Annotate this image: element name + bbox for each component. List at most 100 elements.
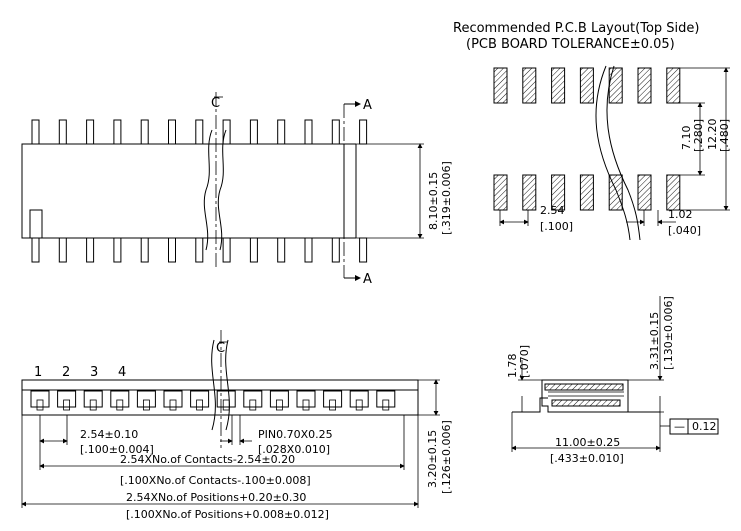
- front-view-contacts: [30, 390, 396, 411]
- top-view-pin: [58, 237, 67, 263]
- pin-size-inch: [.028X0.010]: [258, 443, 330, 456]
- pitch-dim-inch: [.100]: [540, 220, 573, 233]
- pcb-pad: [551, 174, 566, 211]
- contacts-formula-inch: [.100XNo.of Contacts-.100±0.008]: [120, 474, 311, 487]
- side-width: 11.00±0.25: [555, 436, 620, 449]
- top-view-pin: [359, 119, 368, 145]
- layout-title: Recommended P.C.B Layout(Top Side): [453, 21, 699, 36]
- pcb-layout: Recommended P.C.B Layout(Top Side) (PCB …: [453, 21, 731, 241]
- section-label-top: A: [363, 98, 372, 113]
- layout-subtitle: (PCB BOARD TOLERANCE±0.05): [466, 37, 675, 52]
- top-view-pin: [31, 119, 40, 145]
- contact-pin: [169, 399, 177, 411]
- pcb-pad: [666, 174, 681, 211]
- top-view-pin: [304, 119, 313, 145]
- contact-pin: [382, 399, 390, 411]
- positions-formula-inch: [.100XNo.of Positions+0.008±0.012]: [126, 508, 329, 521]
- pitch-tolerance: 2.54±0.10: [80, 428, 138, 441]
- top-view-pin: [195, 119, 204, 145]
- top-view-pin: [277, 119, 286, 145]
- contact-cavity: [296, 390, 316, 408]
- contact-cavity: [349, 390, 369, 408]
- top-view: C A A 8.10±0.15 [.319±0.006]: [21, 92, 453, 287]
- pcb-pad: [522, 67, 537, 104]
- section-label-bottom: A: [363, 272, 372, 287]
- pcb-pad: [608, 67, 623, 104]
- contact-pin: [329, 399, 337, 411]
- contact-cavity: [30, 390, 50, 408]
- side-step-inch: [.070]: [518, 345, 531, 378]
- height-dim: 8.10±0.15: [427, 172, 440, 230]
- centerline-label: C: [211, 96, 220, 111]
- side-top-height: 3.31±0.15: [648, 312, 661, 370]
- top-view-pin: [168, 237, 176, 263]
- position-label: 2: [62, 365, 70, 380]
- pad-width-dim-inch: [.040]: [668, 224, 701, 237]
- top-view-pin: [113, 237, 122, 263]
- contact-pin: [275, 399, 283, 411]
- contact-cavity: [163, 390, 183, 408]
- pcb-pad: [637, 174, 652, 211]
- pcb-pad: [493, 174, 508, 211]
- pcb-pad: [637, 67, 652, 104]
- position-label: 3: [90, 365, 98, 380]
- front-break-line: [211, 339, 216, 431]
- top-view-body: [21, 143, 345, 239]
- contact-pin: [196, 399, 204, 411]
- position-labels: 1 2 3 4: [34, 365, 126, 380]
- pad-width-dim: 1.02: [668, 208, 693, 221]
- top-view-pin: [359, 237, 368, 263]
- position-label: 1: [34, 365, 42, 380]
- top-view-pin: [249, 119, 258, 145]
- contact-cavity: [110, 390, 130, 408]
- pcb-pads: [493, 67, 681, 211]
- contact-pin: [63, 399, 70, 411]
- side-width-inch: [.433±0.010]: [550, 452, 624, 465]
- contact-cavity: [323, 390, 343, 408]
- pin-size: PIN0.70X0.25: [258, 428, 333, 441]
- top-view-pin: [58, 119, 67, 145]
- overall-dim: 12.20: [706, 119, 719, 151]
- row-gap-dim-inch: [.280]: [692, 119, 705, 152]
- top-view-pin: [277, 237, 286, 263]
- top-view-pin: [140, 237, 149, 263]
- top-view-pin: [195, 237, 204, 263]
- contact-pin: [222, 399, 230, 411]
- contact-cavity: [83, 390, 103, 408]
- flatness-value: 0.12: [692, 420, 717, 433]
- top-view-pin: [86, 119, 95, 145]
- row-gap-dim: 7.10: [680, 126, 693, 151]
- front-height-inch: [.126±0.006]: [440, 420, 453, 494]
- contact-cavity: [57, 390, 77, 408]
- top-view-pin: [331, 237, 340, 263]
- side-view: 1.78 [.070] 3.31±0.15 [.130±0.006] — 0.1…: [506, 296, 719, 465]
- pitch-dim: 2.54: [540, 204, 565, 217]
- contact-pin: [355, 399, 363, 411]
- top-view-pin: [331, 119, 340, 145]
- pitch-tolerance-inch: [.100±0.004]: [80, 443, 154, 456]
- top-view-pin: [304, 237, 313, 263]
- break-line: [203, 129, 213, 251]
- flatness-frame: [669, 418, 719, 435]
- height-dim-inch: [.319±0.006]: [440, 161, 453, 235]
- pcb-pad: [579, 174, 594, 211]
- contact-pin: [302, 399, 310, 411]
- top-view-pin: [222, 237, 231, 263]
- top-view-pin: [31, 237, 40, 263]
- contact-pin: [142, 399, 150, 411]
- contact-cavity: [136, 390, 156, 408]
- position-label: 4: [118, 365, 126, 380]
- contact-cavity: [269, 390, 289, 408]
- pcb-pad: [666, 67, 681, 104]
- contact-cavity: [190, 390, 210, 408]
- pcb-pad: [551, 67, 566, 104]
- contact-pin: [89, 399, 97, 411]
- contact-pin: [36, 399, 44, 411]
- contact-cavity: [376, 390, 396, 408]
- contact-cavity: [216, 390, 236, 408]
- side-top-height-inch: [.130±0.006]: [662, 296, 675, 370]
- contact-pin: [249, 399, 257, 411]
- pcb-pad: [493, 67, 508, 104]
